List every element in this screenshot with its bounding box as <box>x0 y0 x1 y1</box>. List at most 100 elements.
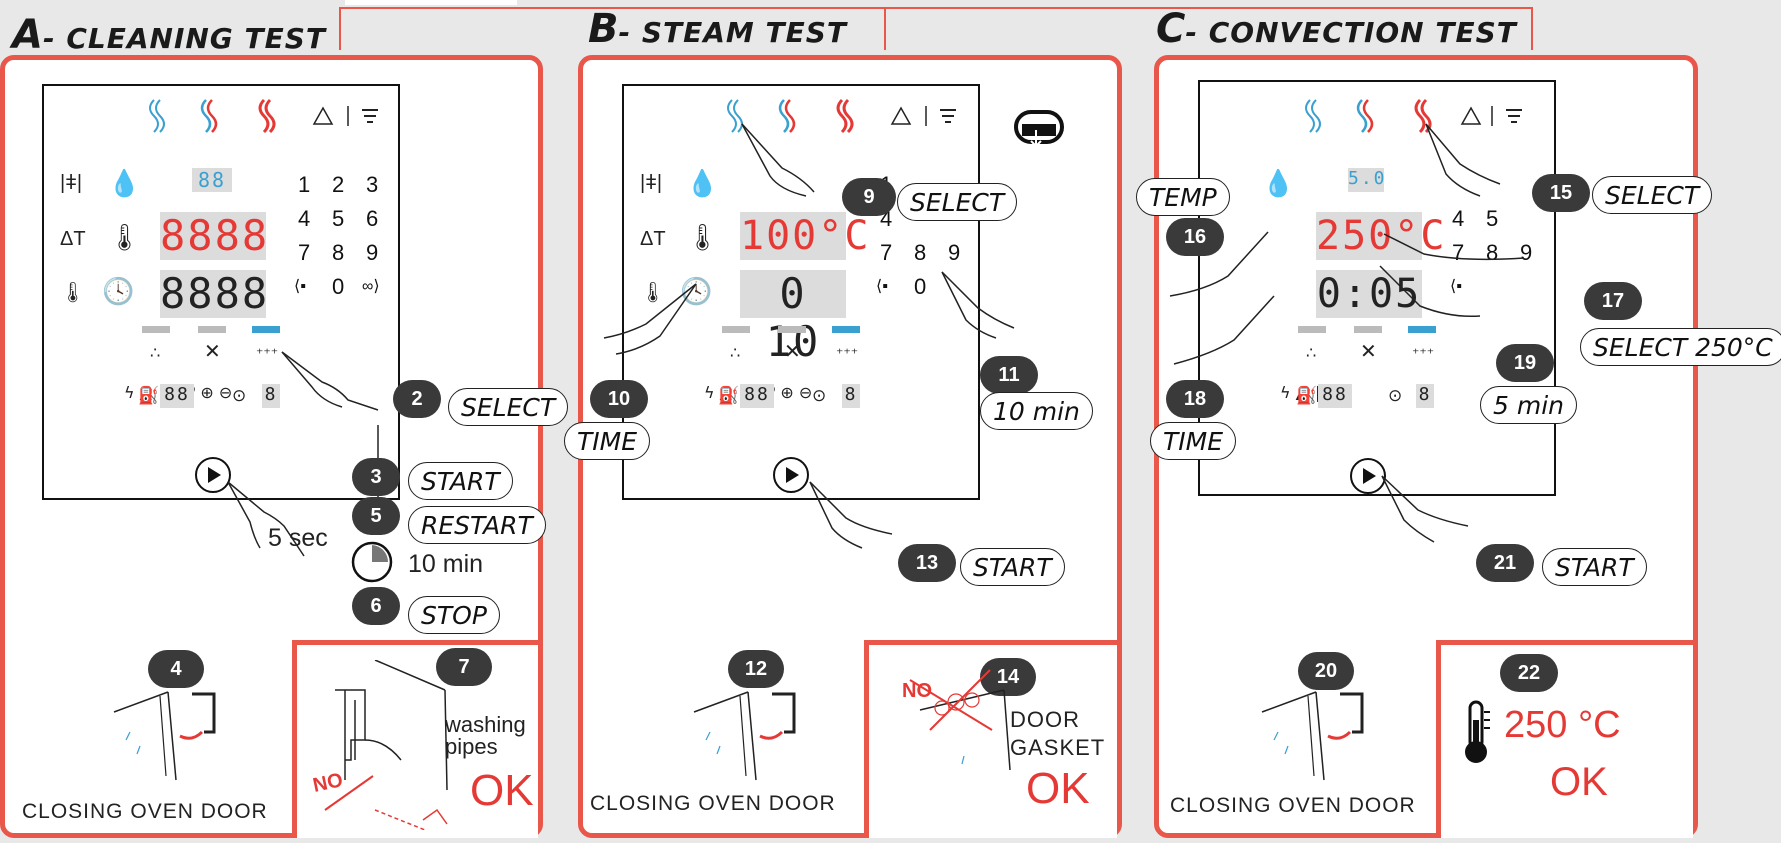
pointing-hands-b <box>603 123 1015 549</box>
step-label-time-c: TIME <box>1150 422 1237 460</box>
key-4[interactable]: 4 <box>298 206 311 231</box>
delta-t-icon: ΔT <box>60 228 86 250</box>
oven-door-closing-icon-a <box>113 691 216 781</box>
svg-text:∴: ∴ <box>1306 343 1316 362</box>
step-badge-15: 15 <box>1532 174 1590 212</box>
start-button-c[interactable] <box>1350 458 1386 494</box>
step-label-start-a: START <box>408 462 513 500</box>
key-5-c[interactable]: 5 <box>1486 206 1499 231</box>
svg-text:⁺⁺⁺: ⁺⁺⁺ <box>836 346 858 362</box>
play-icon-b <box>786 467 799 483</box>
thermometer-result-icon <box>1465 700 1490 763</box>
step-badge-4: 4 <box>148 650 204 688</box>
humidity-display-c: 5.0 <box>1348 168 1385 192</box>
water-tank-icon-b: ⛽ <box>718 386 740 405</box>
key-9[interactable]: 9 <box>366 240 379 265</box>
heat-mode-icons-a <box>149 98 378 134</box>
key-7-b[interactable]: 7 <box>880 240 893 265</box>
key-4-c[interactable]: 4 <box>1452 206 1465 231</box>
drain-icon <box>1014 110 1064 149</box>
step-badge-2: 2 <box>393 380 441 418</box>
humidity-drop-icon-c: 💧 <box>1262 168 1295 198</box>
step-badge-6: 6 <box>352 587 400 625</box>
backspace-key-c[interactable]: ⟨▪ <box>1450 278 1462 295</box>
key-7[interactable]: 7 <box>298 240 311 265</box>
key-9-b[interactable]: 9 <box>948 240 961 265</box>
key-2[interactable]: 2 <box>332 172 345 197</box>
settings-icon-b: |ǂ| <box>640 172 663 194</box>
svg-text:∴: ∴ <box>150 343 160 362</box>
step-badge-17: 17 <box>1584 282 1642 320</box>
time-display-a: 8888 <box>160 269 270 318</box>
mini-display-a-1: 88 <box>160 384 194 408</box>
closing-door-caption-a: CLOSING OVEN DOOR <box>22 800 268 823</box>
settings-icon: |ǂ| <box>60 172 83 194</box>
hold-duration-label: 5 sec <box>268 524 328 552</box>
step-badge-18: 18 <box>1166 380 1224 418</box>
probe-icon-b: 🌡 <box>640 282 666 304</box>
clock-icon-b[interactable]: 🕓 <box>680 276 713 306</box>
key-5[interactable]: 5 <box>332 206 345 231</box>
humidity-drop-icon: 💧 <box>108 168 141 198</box>
step-badge-5: 5 <box>352 497 400 535</box>
step-label-10min: 10 min <box>980 392 1093 430</box>
key-1[interactable]: 1 <box>298 172 311 197</box>
mini-display-a-2: 8 <box>262 384 280 408</box>
step-badge-3: 3 <box>352 458 400 496</box>
step-label-start-c: START <box>1542 548 1647 586</box>
step-label-restart: RESTART <box>408 506 546 544</box>
timer-duration-label: 10 min <box>408 550 484 578</box>
door-gasket-illustration <box>909 669 1011 771</box>
water-tank-icon-c: ⛽ <box>1296 386 1318 405</box>
step-badge-19: 19 <box>1496 344 1554 382</box>
pointing-hands-c <box>1169 123 1525 543</box>
svg-text:✕: ✕ <box>204 339 221 363</box>
play-icon <box>208 467 221 483</box>
key-3[interactable]: 3 <box>366 172 379 197</box>
door-gasket-label: DOOR GASKET <box>1010 706 1105 762</box>
water-tank-icon: ⛽ <box>138 386 160 405</box>
key-8[interactable]: 8 <box>332 240 345 265</box>
step-badge-7: 7 <box>436 648 492 686</box>
play-icon-c <box>1363 468 1376 484</box>
time-display-c: 0:05 <box>1316 270 1422 318</box>
step-label-select-a: SELECT <box>448 388 569 426</box>
ok-label-b: OK <box>1026 764 1090 813</box>
backspace-key[interactable]: ⟨▪ <box>294 278 306 295</box>
start-button-a[interactable] <box>195 457 231 493</box>
program-icon-c: ⊙ <box>1388 386 1403 405</box>
timer-icon <box>351 541 393 583</box>
step-label-5min: 5 min <box>1480 386 1577 424</box>
key-0-b[interactable]: 0 <box>914 274 927 299</box>
section-b-title: B- STEAM TEST <box>588 6 848 52</box>
mini-display-c-1: 88 <box>1318 384 1352 408</box>
ok-label-a: OK <box>470 766 534 815</box>
step-badge-22: 22 <box>1500 654 1558 692</box>
heat-mode-icons-b <box>727 98 956 134</box>
door-gasket-line2: GASKET <box>1010 735 1106 760</box>
ok-label-c: OK <box>1550 760 1608 804</box>
humidity-drop-icon-b: 💧 <box>686 168 719 198</box>
step-label-select-b: SELECT <box>897 183 1018 221</box>
result-temperature: 250 °C <box>1504 704 1621 746</box>
clock-icon: 🕓 <box>102 276 135 306</box>
key-6[interactable]: 6 <box>366 206 379 231</box>
backspace-key-b[interactable]: ⟨▪ <box>876 278 888 295</box>
step-badge-10: 10 <box>590 380 648 418</box>
key-8-b[interactable]: 8 <box>914 240 927 265</box>
svg-text:⁺⁺⁺: ⁺⁺⁺ <box>256 346 278 362</box>
section-c-title: C- CONVECTION TEST <box>1156 6 1517 52</box>
start-button-b[interactable] <box>773 457 809 493</box>
step-badge-21: 21 <box>1476 544 1534 582</box>
key-0[interactable]: 0 <box>332 274 345 299</box>
function-icons-a: ∴ ✕ ⁺⁺⁺ ϟ ▲ ❚❚ ⁰ ⊕ ⊖ <box>124 326 280 402</box>
svg-text:∴: ∴ <box>730 343 740 362</box>
section-a-title: A- CLEANING TEST <box>12 12 327 58</box>
delta-t-icon-b: ΔT <box>640 228 666 250</box>
infinite-key[interactable]: ∞⟩ <box>362 278 380 295</box>
step-badge-9: 9 <box>842 178 896 216</box>
oven-door-closing-icon-c <box>1261 691 1364 781</box>
probe-icon: 🌡 <box>60 282 86 304</box>
no-label-b: NO <box>902 680 932 702</box>
step-label-select-c: SELECT <box>1592 176 1713 214</box>
